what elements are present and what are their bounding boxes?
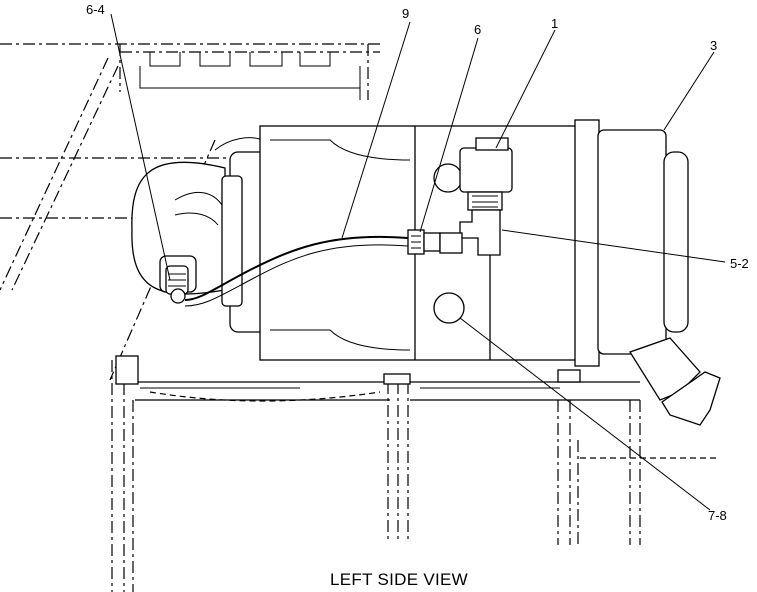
callout-5-2: 5-2 [730, 256, 749, 271]
pressure-switch [459, 137, 513, 256]
callout-6: 6 [474, 22, 481, 37]
tube-fitting [407, 229, 463, 255]
callout-1: 1 [551, 16, 558, 31]
callout-7-8: 7-8 [708, 508, 727, 523]
support-frame [0, 43, 720, 592]
callout-6-4: 6-4 [86, 2, 105, 17]
callout-9: 9 [402, 6, 409, 21]
indicator-tube [184, 235, 409, 307]
connector-6-4 [159, 255, 197, 304]
view-caption: LEFT SIDE VIEW [330, 570, 468, 589]
drain-port [433, 292, 465, 324]
callout-3: 3 [710, 38, 717, 53]
leader-lines [110, 13, 726, 511]
